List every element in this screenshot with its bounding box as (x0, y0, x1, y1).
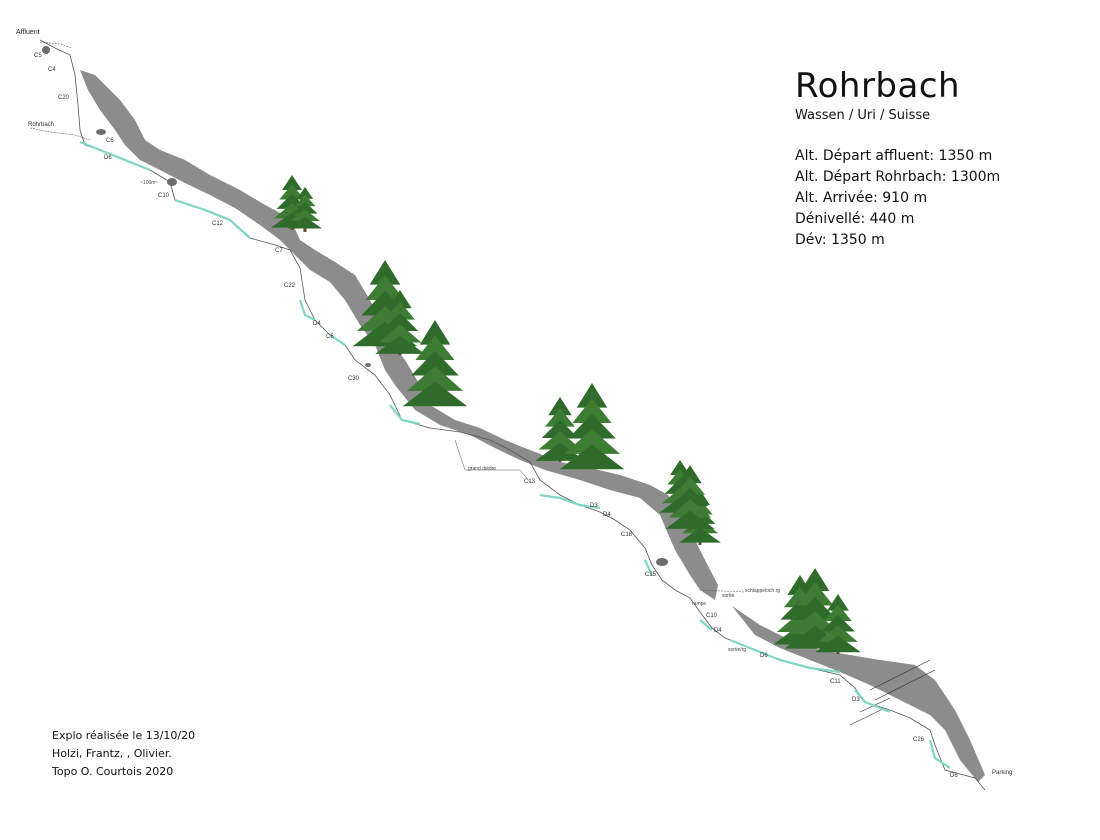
obstacle-label: C22 (284, 283, 296, 289)
credit-line: Holzi, Frantz, , Olivier. (52, 747, 172, 760)
credit-line: Explo réalisée le 13/10/20 (52, 729, 196, 742)
obstacle-label: C15 (645, 572, 657, 578)
obstacle-label: C20 (58, 95, 70, 101)
obstacle-label: C12 (212, 221, 224, 227)
obstacle-label: D6 (950, 773, 958, 779)
location-subtitle: Wassen / Uri / Suisse (795, 108, 931, 123)
trees (271, 175, 861, 654)
water-path (79, 140, 951, 769)
note-sortie-rg: sortie/rg (728, 647, 747, 653)
stat-line: Alt. Départ Rohrbach: 1300m (795, 169, 1001, 185)
tree-icon (535, 397, 585, 462)
page-title: Rohrbach (795, 66, 961, 106)
obstacle-label: C11 (830, 679, 841, 685)
obstacle-label: D3 (852, 697, 860, 703)
label-rohrbach: Rohrbach (28, 122, 55, 128)
obstacle-label: C26 (913, 737, 925, 743)
obstacle-label: D4 (714, 628, 722, 634)
obstacle-label: D3 (590, 503, 598, 509)
note-rampe: rampe (692, 601, 707, 607)
annotation-lines (454, 439, 746, 593)
fault-hatches (849, 659, 936, 726)
note-schlappeloch: schlappeloch rg (745, 588, 781, 594)
obstacle-label: C7 (275, 248, 283, 254)
obstacle-label: C30 (348, 376, 360, 382)
rock-profile-lower (732, 606, 985, 782)
tree-icon (402, 320, 468, 407)
obstacle-label: C18 (621, 532, 633, 538)
obstacle-label: C6 (106, 138, 114, 144)
obstacle-label: C5 (34, 53, 42, 59)
label-affluent: Affluent (16, 29, 40, 36)
stat-line: Dénivellé: 440 m (795, 211, 915, 227)
boulders (42, 46, 668, 566)
tree-icon (815, 594, 861, 654)
tree-icon (287, 187, 323, 232)
tree-icon (375, 290, 425, 355)
tree-icon (559, 383, 625, 470)
credit-line: Topo O. Courtois 2020 (52, 765, 174, 778)
rock-profile-upper (80, 70, 718, 600)
stream-path (39, 39, 986, 791)
obstacle-label: D4 (603, 512, 611, 518)
obstacle-label: D4 (313, 321, 321, 327)
obstacle-label: C10 (706, 613, 718, 619)
obstacle-label: C13 (524, 479, 536, 485)
credits-block: Explo réalisée le 13/10/20 Holzi, Frantz… (52, 727, 195, 781)
stat-line: Dév: 1350 m (795, 232, 885, 248)
stats-block: Alt. Départ affluent: 1350 m Alt. Départ… (795, 146, 1000, 251)
obstacle-label: D6 (760, 653, 768, 659)
note-approx-100m: ~100m~ (140, 180, 159, 186)
upper-line (29, 41, 91, 141)
obstacle-label: C6 (326, 334, 334, 340)
obstacle-label: C10 (158, 193, 170, 199)
label-parking: Parking (992, 770, 1013, 776)
obstacle-label: D6 (104, 155, 112, 161)
tree-icon (665, 465, 715, 530)
note-grand-diedre: grand dièdre (468, 466, 497, 472)
stat-line: Alt. Départ affluent: 1350 m (795, 148, 993, 164)
obstacle-label: C4 (48, 67, 56, 73)
note-sortie: sortie (722, 593, 735, 599)
stat-line: Alt. Arrivée: 910 m (795, 190, 928, 206)
